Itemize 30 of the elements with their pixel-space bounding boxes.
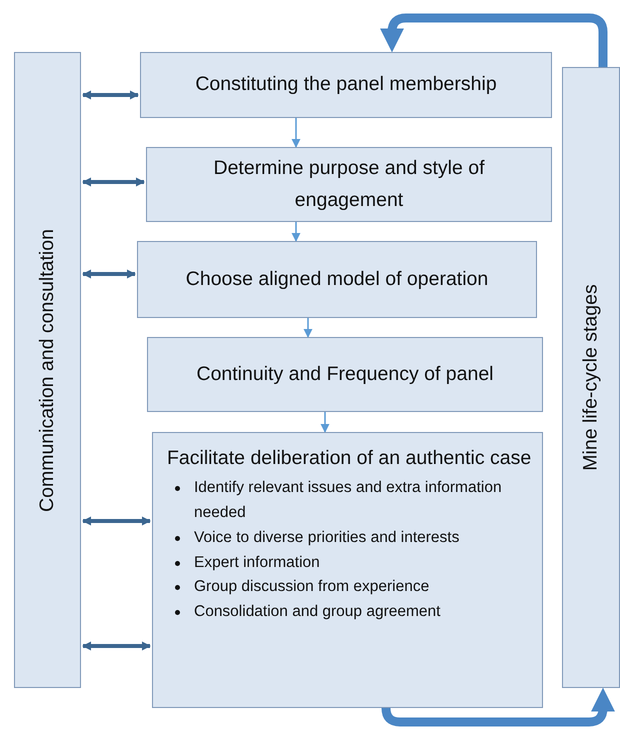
arrow [380, 14, 608, 67]
bullet-item: Group discussion from experience [194, 577, 430, 598]
process-box [137, 241, 537, 318]
bullet-item: Voice to diverse priorities and interests [194, 528, 460, 548]
box-title: Continuity and Frequency of panel [196, 362, 494, 387]
box-title: Determine purpose and style of engagement [212, 156, 486, 212]
process-box [562, 67, 620, 688]
process-box [146, 147, 552, 222]
arrow [82, 270, 136, 278]
bullet-item: Identify relevant issues and extra information needed [194, 478, 503, 523]
process-box [140, 52, 552, 118]
arrow [82, 516, 151, 526]
box-label: Mine life-cycle stages [580, 284, 602, 471]
arrow [382, 688, 615, 726]
arrow [82, 90, 139, 100]
box-title: Constituting the panel membership [195, 72, 497, 98]
process-box [147, 337, 543, 412]
process-box [14, 52, 81, 688]
process-box [152, 432, 543, 708]
arrow [320, 412, 330, 433]
bullet-item: Expert information [194, 552, 320, 573]
box-title: Choose aligned model of operation [186, 266, 488, 292]
bullet-item: Consolidation and group agreement [194, 602, 440, 622]
arrow [292, 222, 300, 242]
arrow [82, 178, 145, 186]
arrow [304, 318, 312, 338]
arrow [82, 642, 151, 650]
box-title: Facilitate deliberation of an authentic case [167, 446, 532, 471]
box-label: Communication and consultation [36, 228, 59, 512]
arrow [292, 118, 300, 148]
